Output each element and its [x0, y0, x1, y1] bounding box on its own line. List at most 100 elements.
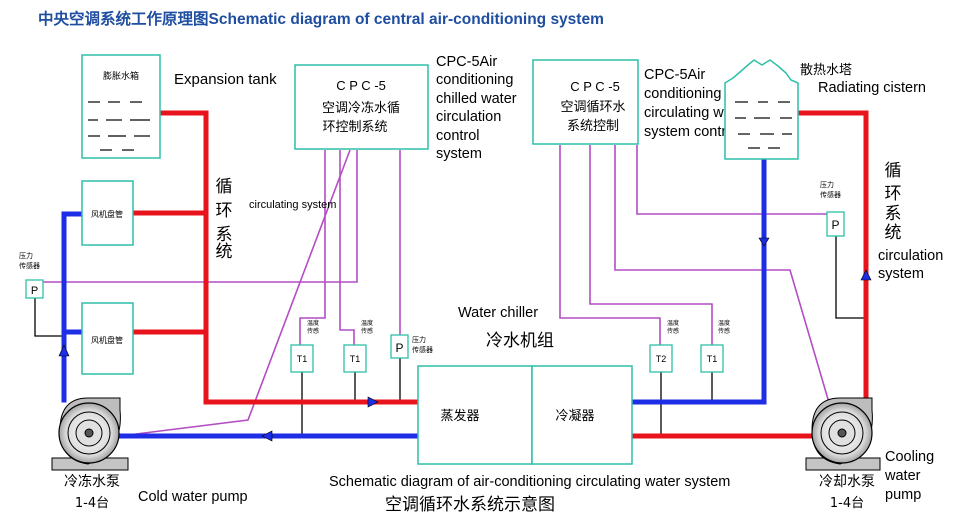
- cold-pipes: [61, 155, 767, 439]
- svg-text:环: 环: [885, 184, 902, 204]
- wire-left-t1b: [339, 150, 355, 345]
- chilled-water-controller-en: CPC-5Air conditioning chilled water circ…: [436, 54, 517, 162]
- svg-text:传感: 传感: [361, 327, 373, 335]
- wire-right-pump: [614, 145, 841, 441]
- svg-text:统: 统: [885, 223, 902, 243]
- loop-left-label-en: circulating system: [249, 199, 336, 211]
- chilled-water-controller: C P C -5 空调冷冻水循 环控制系统: [294, 64, 429, 150]
- svg-text:P: P: [31, 285, 38, 297]
- svg-text:T2: T2: [656, 354, 667, 364]
- arrow-right-down: [758, 237, 770, 247]
- svg-text:CPC-5Air: CPC-5Air: [436, 54, 497, 70]
- svg-text:压力: 压力: [19, 251, 33, 260]
- svg-text:chilled water: chilled water: [436, 91, 517, 107]
- svg-text:conditioning: conditioning: [436, 72, 513, 88]
- svg-text:系: 系: [216, 225, 233, 245]
- svg-text:温度: 温度: [307, 319, 319, 327]
- chiller-label-en: Water chiller: [458, 305, 538, 321]
- arrow-red-right: [367, 396, 379, 408]
- svg-text:system control: system control: [644, 124, 737, 140]
- loop-right-en-2: system: [878, 266, 924, 282]
- cold-pump-label-cn-1: 冷冻水泵: [64, 473, 120, 490]
- temp-sensor-left-1: 温度 传感 T1: [290, 319, 319, 373]
- footer-caption-en: Schematic diagram of air-conditioning ci…: [329, 474, 730, 490]
- pressure-sensor-left: 压力 传感器 P: [19, 251, 44, 299]
- svg-text:C P C -5: C P C -5: [336, 78, 386, 93]
- svg-text:传感器: 传感器: [19, 261, 40, 270]
- loop-left-label: 循 环 系 统: [216, 177, 233, 262]
- expansion-tank-label-cn: 膨胀水箱: [103, 70, 139, 82]
- svg-text:传感: 传感: [718, 327, 730, 335]
- svg-text:空调冷冻水循: 空调冷冻水循: [322, 100, 400, 116]
- svg-text:C P C -5: C P C -5: [570, 79, 620, 94]
- pressure-sensor-right: 压力 传感器 P: [820, 180, 845, 237]
- svg-text:系: 系: [885, 204, 902, 224]
- cold-pump-label-en: Cold water pump: [138, 489, 248, 505]
- svg-text:环: 环: [216, 201, 233, 221]
- fan-coil-1-label: 风机盘管: [91, 209, 123, 219]
- cooling-pump-label-en-1: Cooling: [885, 449, 934, 465]
- evaporator: 蒸发器: [417, 365, 533, 465]
- fan-coil-2: 风机盘管: [81, 302, 134, 375]
- arrow-right-up: [860, 269, 872, 281]
- cooling-pump-label-cn-1: 冷却水泵: [819, 474, 875, 490]
- footer-caption-cn: 空调循环水系统示意图: [385, 495, 555, 515]
- pipe-red-left: [157, 110, 421, 405]
- cooling-pump-label-en-3: pump: [885, 487, 921, 503]
- fan-coil-1: 风机盘管: [81, 180, 134, 246]
- svg-text:circulation: circulation: [436, 109, 501, 125]
- cold-pump-label-cn-2: 1-4台: [75, 496, 109, 511]
- diagram-title: 中央空调系统工作原理图Schematic diagram of central …: [38, 9, 604, 28]
- loop-right-en-1: circulation: [878, 248, 943, 264]
- cooling-tower-label-cn: 散热水塔: [800, 63, 852, 78]
- svg-text:统: 统: [216, 242, 233, 262]
- svg-text:环控制系统: 环控制系统: [322, 120, 387, 135]
- svg-text:空调循环水: 空调循环水: [560, 100, 625, 115]
- expansion-tank-label-en: Expansion tank: [174, 71, 277, 88]
- svg-text:温度: 温度: [361, 319, 373, 327]
- cold-water-pump: [51, 397, 129, 471]
- pressure-sensor-middle: P 压力 传感器: [390, 334, 433, 359]
- svg-text:系统控制: 系统控制: [567, 119, 619, 134]
- cooling-water-pump: [805, 397, 881, 471]
- svg-text:传感器: 传感器: [412, 345, 433, 354]
- svg-text:P: P: [831, 218, 839, 232]
- svg-text:circulating water: circulating water: [644, 105, 749, 121]
- svg-text:传感器: 传感器: [820, 190, 841, 199]
- cooling-pump-label-cn-2: 1-4台: [830, 496, 864, 511]
- svg-text:循: 循: [216, 177, 233, 197]
- temp-sensor-right-t2: 温度 传感 T2: [649, 319, 679, 373]
- expansion-tank: 膨胀水箱: [81, 54, 161, 159]
- control-wiring: [35, 145, 841, 441]
- arrow-blue-left: [261, 430, 273, 442]
- pipe-red-right: [795, 110, 869, 439]
- hot-pipes: [130, 110, 869, 439]
- cooling-tower: [724, 59, 799, 160]
- wire-right-t2: [559, 145, 661, 345]
- condenser: 冷凝器: [531, 365, 633, 465]
- cooling-tower-label-en: Radiating cistern: [818, 80, 926, 96]
- svg-text:P: P: [395, 341, 403, 355]
- svg-text:CPC-5Air: CPC-5Air: [644, 67, 705, 83]
- cooling-water-controller-en: CPC-5Air conditioning circulating water …: [644, 67, 749, 140]
- chiller-label-cn: 冷水机组: [486, 331, 554, 351]
- svg-text:压力: 压力: [820, 180, 834, 189]
- svg-text:压力: 压力: [412, 335, 426, 344]
- temp-sensor-right-t1: 温度 传感 T1: [700, 319, 730, 373]
- svg-text:T1: T1: [350, 354, 361, 364]
- temp-sensor-left-2: 温度 传感 T1: [343, 319, 373, 373]
- cooling-pump-label-en-2: water: [884, 468, 921, 484]
- wire-left-pump: [87, 149, 351, 441]
- svg-text:传感: 传感: [667, 327, 679, 335]
- svg-text:温度: 温度: [667, 319, 679, 327]
- svg-text:冷凝器: 冷凝器: [555, 408, 594, 424]
- pipe-blue-left-riser: [61, 211, 84, 403]
- water-level-marks: [88, 101, 150, 151]
- title-en: Schematic diagram of central air-conditi…: [209, 11, 604, 28]
- title-cn: 中央空调系统工作原理图: [38, 9, 209, 28]
- cooling-water-controller: C P C -5 空调循环水 系统控制: [532, 59, 639, 145]
- svg-text:温度: 温度: [718, 319, 730, 327]
- svg-text:循: 循: [885, 161, 902, 181]
- svg-text:control: control: [436, 128, 480, 144]
